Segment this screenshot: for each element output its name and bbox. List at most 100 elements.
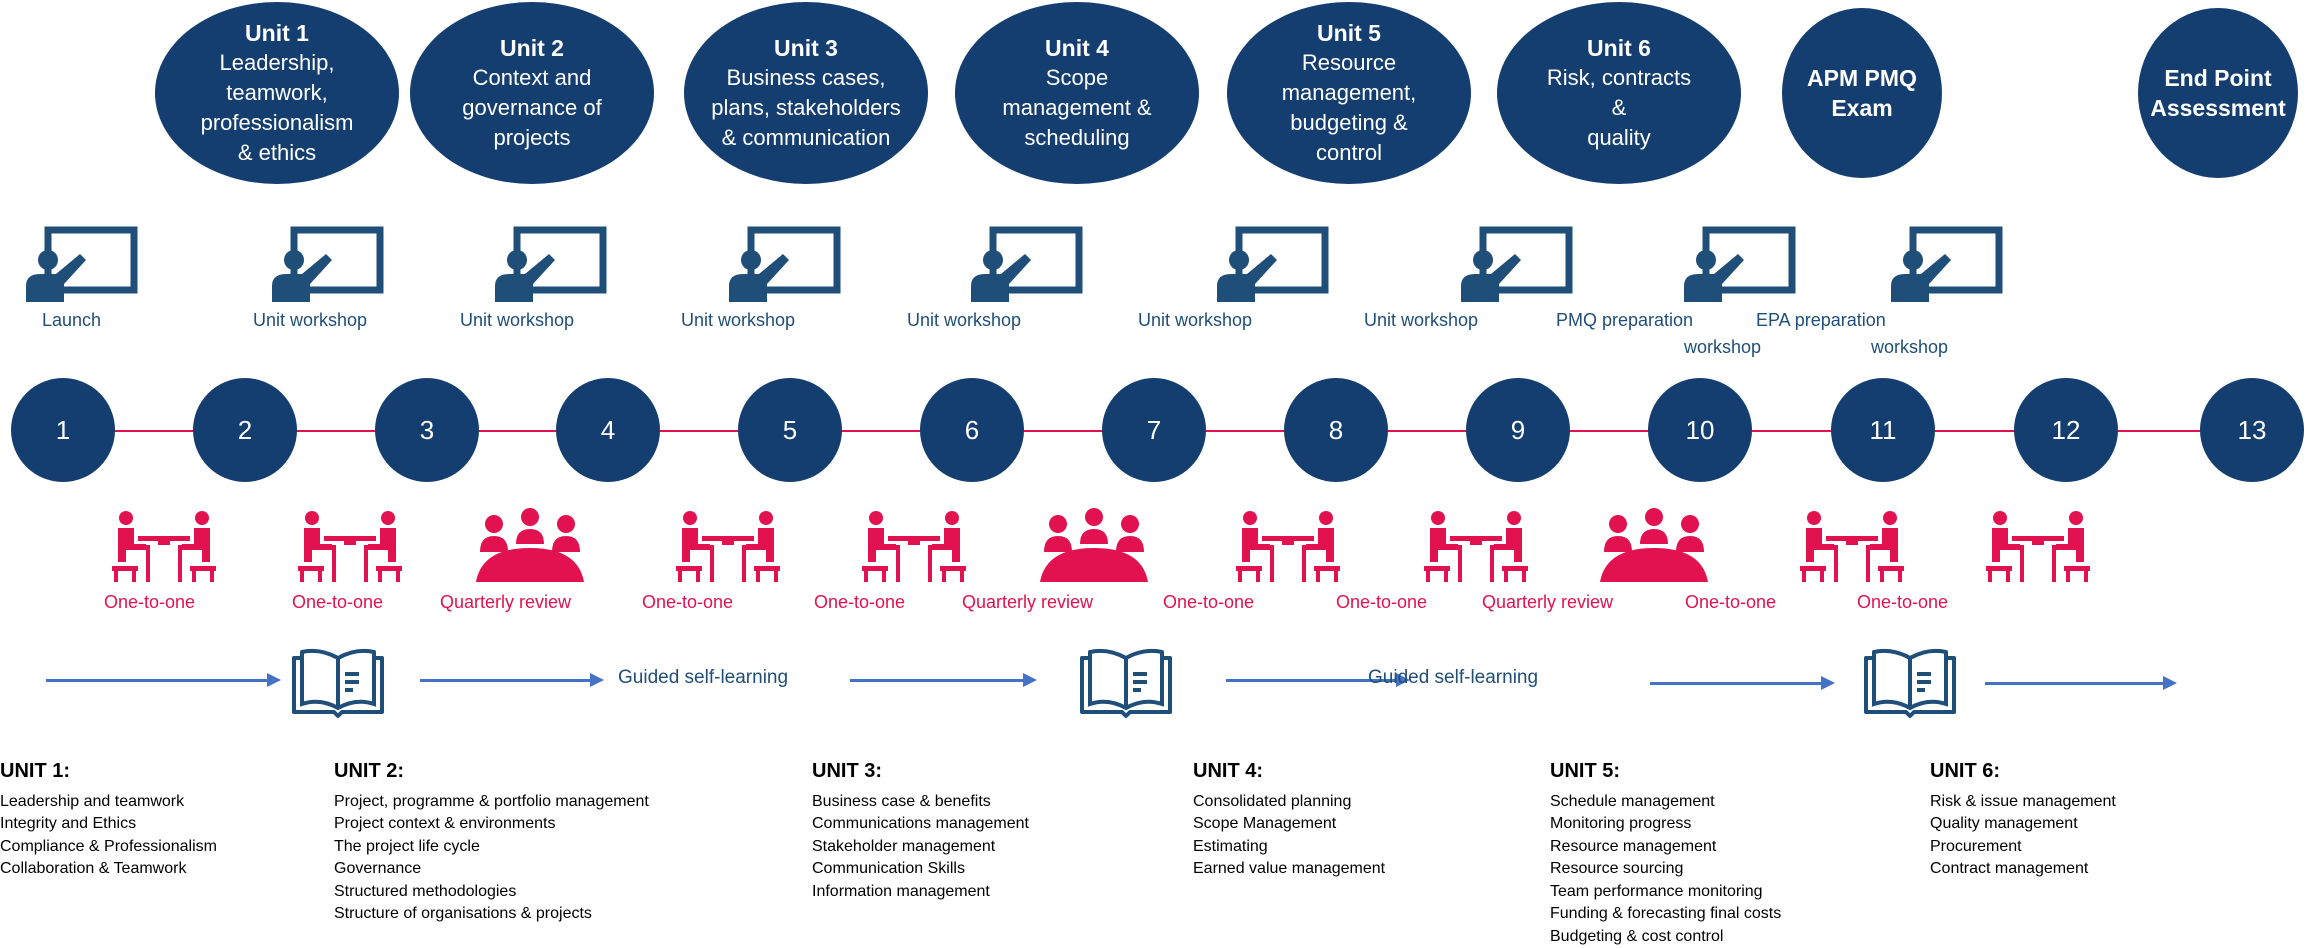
one-to-one-icon [1236, 510, 1340, 582]
presentation-icon [1213, 226, 1329, 302]
step-circle-13: 13 [2200, 378, 2304, 482]
unit-detail-item: Integrity and Ethics [0, 813, 217, 836]
unit-detail-title: UNIT 4: [1193, 760, 1385, 783]
unit-description-line: Leadership, [220, 48, 335, 78]
review-label: Quarterly review [440, 592, 571, 613]
unit-detail-item: Estimating [1193, 836, 1385, 859]
unit-detail-item: Project, programme & portfolio managemen… [334, 791, 649, 814]
workshop-label: EPA preparation [1756, 310, 1886, 331]
unit-description-line: budgeting & [1290, 108, 1407, 138]
one-to-one-icon [862, 510, 966, 582]
presentation-icon [491, 226, 607, 302]
unit-detail-item: Stakeholder management [812, 836, 1029, 859]
workshop-label: Unit workshop [1364, 310, 1478, 331]
unit-detail-item: Leadership and teamwork [0, 791, 217, 814]
flow-arrow [420, 679, 592, 682]
unit-detail-item: Team performance monitoring [1550, 881, 1781, 904]
one-to-one-icon [676, 510, 780, 582]
unit-detail-item: Funding & forecasting final costs [1550, 903, 1781, 926]
unit-detail-item: The project life cycle [334, 836, 649, 859]
unit-description-line: Context and [473, 63, 592, 93]
unit-detail-item: Structured methodologies [334, 881, 649, 904]
unit-title: Unit 3 [774, 33, 838, 63]
review-label: One-to-one [642, 592, 733, 613]
presentation-icon [967, 226, 1083, 302]
one-to-one-icon [1424, 510, 1528, 582]
unit-description-line: management & [1002, 93, 1151, 123]
workshop-label: Unit workshop [253, 310, 367, 331]
step-circle-2: 2 [193, 378, 297, 482]
unit-description-line: Exam [1831, 93, 1892, 123]
flow-arrow [1650, 682, 1823, 685]
unit-detail-item: Collaboration & Teamwork [0, 858, 217, 881]
book-icon [1078, 648, 1174, 720]
unit-description-line: plans, stakeholders [711, 93, 901, 123]
step-circle-8: 8 [1284, 378, 1388, 482]
unit-description-line: & communication [722, 123, 891, 153]
review-label: Quarterly review [962, 592, 1093, 613]
unit-detail-title: UNIT 5: [1550, 760, 1781, 783]
unit-description-line: scheduling [1024, 123, 1129, 153]
unit-description-line: Assessment [2150, 93, 2286, 123]
step-circle-1: 1 [11, 378, 115, 482]
step-circle-3: 3 [375, 378, 479, 482]
presentation-icon [268, 226, 384, 302]
unit-title: Unit 6 [1587, 33, 1651, 63]
workshop-label: Unit workshop [1138, 310, 1252, 331]
step-circle-4: 4 [556, 378, 660, 482]
flow-arrow [1985, 682, 2165, 685]
unit-detail-item: Information management [812, 881, 1029, 904]
review-label: One-to-one [1336, 592, 1427, 613]
unit-detail-item: Resource management [1550, 836, 1781, 859]
flow-arrow [850, 679, 1025, 682]
unit-detail-item: Quality management [1930, 813, 2116, 836]
step-circle-11: 11 [1831, 378, 1935, 482]
review-label: One-to-one [1857, 592, 1948, 613]
review-label: Quarterly review [1482, 592, 1613, 613]
one-to-one-icon [1800, 510, 1904, 582]
unit-description-line: governance of [462, 93, 601, 123]
self-learning-label: Guided self-learning [618, 667, 788, 689]
workshop-label-line2: workshop [1871, 337, 1948, 358]
unit-description-line: Risk, contracts [1547, 63, 1691, 93]
one-to-one-icon [1986, 510, 2090, 582]
unit-description-line: & [1612, 93, 1627, 123]
unit-description-line: Business cases, [727, 63, 886, 93]
review-label: One-to-one [104, 592, 195, 613]
unit-detail-item: Compliance & Professionalism [0, 836, 217, 859]
presentation-icon [1457, 226, 1573, 302]
step-circle-10: 10 [1648, 378, 1752, 482]
unit-detail-title: UNIT 6: [1930, 760, 2116, 783]
group-meeting-icon [476, 508, 584, 582]
unit-description-line: professionalism [201, 108, 354, 138]
unit-detail-item: Resource sourcing [1550, 858, 1781, 881]
unit-description-line: End Point [2164, 63, 2271, 93]
unit-description-line: management, [1282, 78, 1417, 108]
unit-detail-title: UNIT 3: [812, 760, 1029, 783]
presentation-icon [22, 226, 138, 302]
unit-title: Unit 1 [245, 18, 309, 48]
flow-arrow [46, 679, 269, 682]
workshop-label: Unit workshop [907, 310, 1021, 331]
unit-detail-item: Procurement [1930, 836, 2116, 859]
unit-description-line: projects [493, 123, 570, 153]
workshop-label: Launch [42, 310, 101, 331]
step-circle-5: 5 [738, 378, 842, 482]
group-meeting-icon [1600, 508, 1708, 582]
unit-detail-item: Risk & issue management [1930, 791, 2116, 814]
book-icon [1862, 648, 1958, 720]
unit-detail-item: Communications management [812, 813, 1029, 836]
step-circle-9: 9 [1466, 378, 1570, 482]
review-label: One-to-one [292, 592, 383, 613]
review-label: One-to-one [814, 592, 905, 613]
presentation-icon [725, 226, 841, 302]
